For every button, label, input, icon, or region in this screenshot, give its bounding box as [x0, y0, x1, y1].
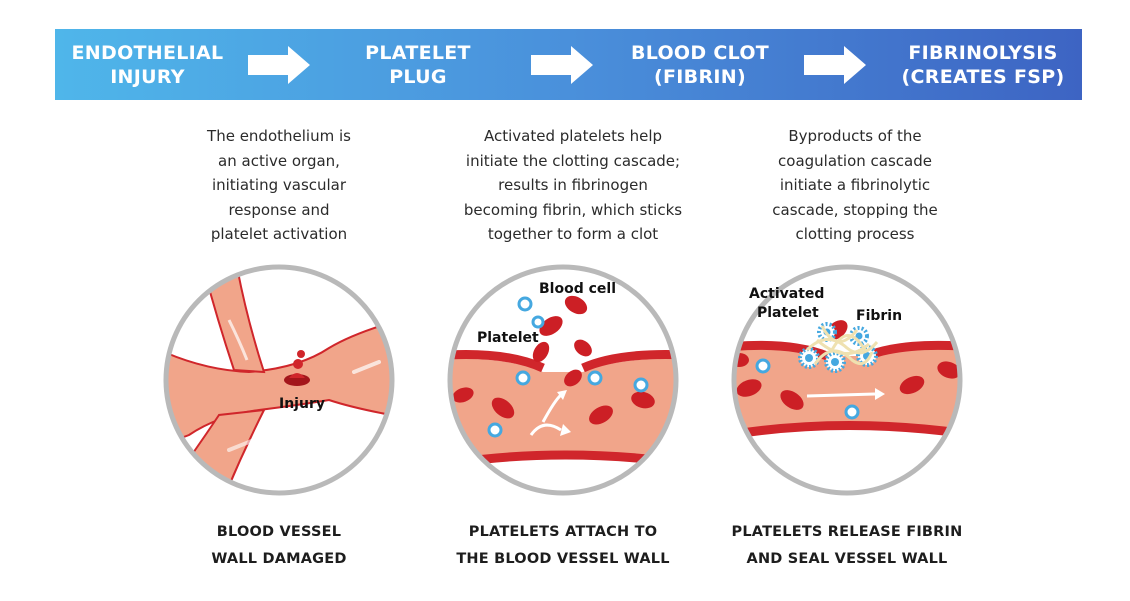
caption-line: AND SEAL VESSEL WALL	[746, 551, 948, 567]
description-line: an active organ,	[218, 151, 340, 170]
description-line: Activated platelets help	[483, 127, 663, 145]
right-arrow-icon	[531, 46, 593, 84]
description-line: cascade, stopping the	[772, 200, 938, 219]
caption-platelets-attach: PLATELETS ATTACH TO THE BLOOD VESSEL WAL…	[413, 519, 713, 573]
description-fibrinolysis: Byproducts of the coagulation cascade in…	[725, 124, 985, 247]
fibrin-mesh	[805, 325, 879, 366]
blood-cell-label: Blood cell	[539, 281, 616, 297]
injury-label: Injury	[279, 396, 325, 412]
caption-line: PLATELETS RELEASE FIBRIN	[731, 524, 963, 540]
fibrin-label: Fibrin	[856, 308, 902, 324]
platelet-icon	[633, 377, 649, 393]
stage-title-line2: (CREATES FSP)	[901, 65, 1065, 88]
caption-line: WALL DAMAGED	[211, 551, 347, 567]
right-arrow-icon	[804, 46, 866, 84]
platelet-attach-illustration: Blood cell Platelet	[447, 264, 679, 496]
platelet-icon	[517, 296, 533, 312]
platelet-icon	[487, 422, 503, 438]
description-line: initiating vascular	[211, 176, 347, 194]
activated-platelet-icon	[824, 351, 846, 373]
description-line: initiate a fibrinolytic	[779, 176, 931, 194]
activated-platelet-icon	[798, 347, 820, 369]
stage-platelet-plug: PLATELET PLUG	[338, 29, 498, 100]
description-line: The endothelium is	[207, 127, 351, 145]
stage-title-line2: INJURY	[110, 65, 185, 88]
description-line: together to form a clot	[487, 225, 659, 243]
stage-title-line1: ENDOTHELIAL	[71, 41, 224, 64]
platelet-icon	[587, 370, 603, 386]
vessel-damage-illustration: Injury	[163, 264, 395, 496]
description-line: becoming fibrin, which sticks	[463, 200, 683, 219]
description-platelets: Activated platelets help initiate the cl…	[433, 124, 713, 247]
caption-line: PLATELETS ATTACH TO	[468, 524, 658, 540]
process-banner: ENDOTHELIAL INJURY PLATELET PLUG BLOOD C…	[55, 29, 1082, 100]
description-line: Byproducts of the	[788, 127, 922, 145]
stage-title-line1: PLATELET	[365, 41, 471, 64]
caption-line: THE BLOOD VESSEL WALL	[456, 551, 670, 567]
description-line: clotting process	[795, 225, 915, 243]
description-line: results in fibrinogen	[498, 176, 648, 194]
stage-endothelial-injury: ENDOTHELIAL INJURY	[55, 29, 240, 100]
injury-wound-icon	[284, 350, 310, 386]
activated-platelet-label-line1: Activated	[749, 286, 824, 302]
stage-title-line2: PLUG	[389, 65, 447, 88]
stage-title-line1: FIBRINOLYSIS	[908, 41, 1058, 64]
activated-platelet-label-line2: Platelet	[757, 305, 819, 321]
stage-title-line1: BLOOD CLOT	[630, 41, 770, 64]
description-line: initiate the clotting cascade;	[465, 151, 681, 170]
caption-fibrin-seal: PLATELETS RELEASE FIBRIN AND SEAL VESSEL…	[697, 519, 997, 573]
description-line: coagulation cascade	[778, 151, 932, 170]
stage-title-line2: (FIBRIN)	[654, 65, 746, 88]
caption-vessel-damaged: BLOOD VESSEL WALL DAMAGED	[129, 519, 429, 573]
caption-line: BLOOD VESSEL	[216, 524, 342, 540]
fibrin-seal-illustration: Activated Platelet Fibrin	[731, 264, 963, 496]
platelet-label: Platelet	[477, 330, 539, 346]
platelet-icon	[515, 370, 531, 386]
description-line: platelet activation	[210, 225, 348, 243]
platelet-icon	[844, 404, 860, 420]
description-line: response and	[228, 200, 330, 219]
right-arrow-icon	[248, 46, 310, 84]
platelet-icon	[755, 358, 771, 374]
description-endothelium: The endothelium is an active organ, init…	[149, 124, 409, 247]
platelet-icon	[531, 315, 545, 329]
stage-fibrinolysis: FIBRINOLYSIS (CREATES FSP)	[888, 29, 1078, 100]
stage-blood-clot: BLOOD CLOT (FIBRIN)	[620, 29, 780, 100]
